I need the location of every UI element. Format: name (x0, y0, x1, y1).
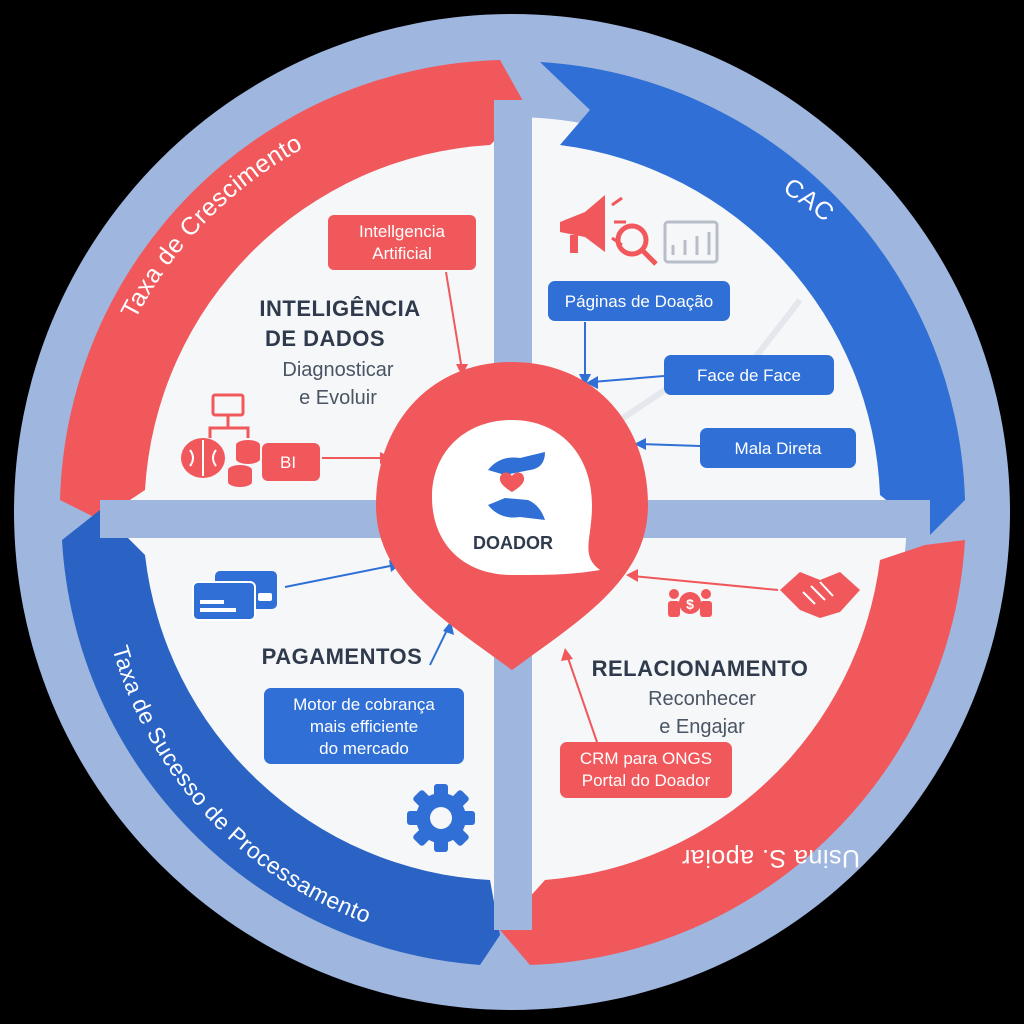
credit-card-icon (192, 571, 277, 621)
ring-arc-support (500, 540, 965, 965)
title-relationship: RELACIONAMENTO (592, 656, 809, 681)
arrowheads (380, 364, 646, 661)
arrow-ai-to-center (445, 271, 463, 371)
donation-pages-box (548, 281, 730, 321)
ring-label-support: Usina S. apoiar (682, 844, 860, 872)
donation-pages-label: Páginas de Doação (565, 292, 713, 311)
ai-box-label-2: Artificial (372, 244, 432, 263)
arrowhead (586, 376, 598, 389)
sub-relationship-1: Reconhecer (648, 688, 756, 710)
crm-box-label-1: CRM para ONGS (580, 749, 712, 768)
face-to-face-label: Face de Face (697, 366, 801, 385)
arrow-cards-to-center (284, 564, 396, 588)
ring-arc-cac (540, 62, 965, 535)
ring-arc-success (62, 510, 500, 965)
arrow-handshake-to-center (631, 575, 779, 591)
bi-box (262, 443, 320, 481)
arrow-crm-to-center (566, 654, 599, 746)
connector-arrows (284, 271, 779, 746)
ring-arc-growth (60, 60, 528, 520)
sub-relationship-2: e Engajar (659, 716, 745, 738)
database-icon (228, 440, 260, 487)
arrowhead (561, 648, 573, 661)
bi-box-label: BI (280, 453, 296, 472)
title-data-intelligence-1: INTELIGÊNCIA (259, 296, 420, 321)
brain-icon (181, 438, 225, 478)
ai-box (328, 215, 476, 270)
quadrant-relationship: $ RELACIONAMENTO Reconhecer e Engajar CR… (560, 572, 860, 798)
growth-chart-icon (663, 220, 719, 264)
arrow-face-to-center (591, 375, 665, 383)
svg-text:$: $ (686, 596, 694, 612)
gear-icon (407, 784, 475, 852)
hands-heart-icon (488, 452, 545, 520)
center-label: DOADOR (473, 533, 553, 553)
sub-data-intelligence-1: Diagnosticar (282, 359, 394, 381)
handshake-icon (780, 572, 860, 618)
arrowhead (634, 438, 646, 450)
crm-box (560, 742, 732, 798)
billing-engine-label-2: mais efficiente (310, 717, 418, 736)
quadrant-acquisition: Páginas de Doação Face de Face Mala Dire… (548, 195, 856, 468)
title-payments: PAGAMENTOS (262, 644, 423, 669)
arrowhead (579, 374, 591, 386)
flowchart-icon (208, 393, 250, 438)
quadrant-payments: PAGAMENTOS Motor de cobrança mais effici… (192, 571, 475, 852)
billing-engine-label-1: Motor de cobrança (293, 695, 435, 714)
arrow-billing-to-center (429, 627, 449, 666)
direct-mail-box (700, 428, 856, 468)
billing-engine-box (264, 688, 464, 764)
face-to-face-box (664, 355, 834, 395)
quadrant-data-intelligence: Intellgencia Artificial INTELIGÊNCIA DE … (181, 215, 476, 487)
people-money-icon: $ (668, 589, 712, 617)
sub-data-intelligence-2: e Evoluir (299, 387, 377, 409)
crm-box-label-2: Portal do Doador (582, 771, 711, 790)
arrowhead (456, 364, 468, 376)
billing-engine-label-3: do mercado (319, 739, 409, 758)
arrow-mail-to-center (639, 443, 701, 447)
title-data-intelligence-2: DE DADOS (265, 326, 385, 351)
magnifier-icon (615, 223, 658, 266)
ai-box-label-1: Intellgencia (359, 222, 446, 241)
arrowhead (626, 569, 638, 582)
donor-pin: DOADOR (376, 362, 648, 670)
direct-mail-label: Mala Direta (735, 439, 822, 458)
